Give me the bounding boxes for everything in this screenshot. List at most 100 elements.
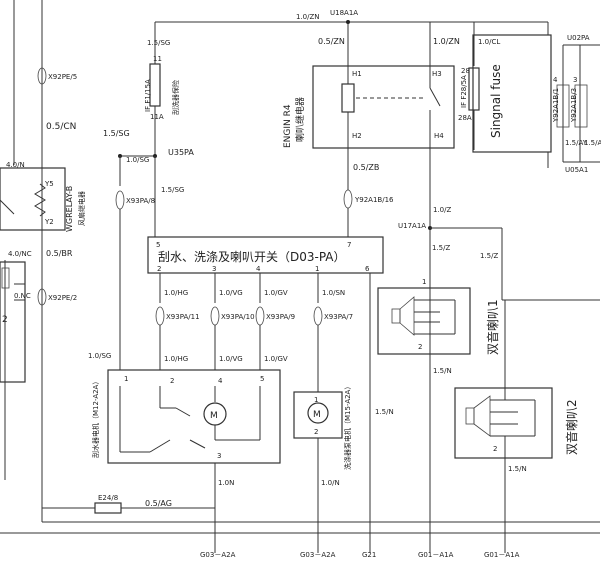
label-sw2: 2: [157, 265, 161, 273]
label-10n-b: 1.0/N: [321, 479, 340, 487]
signal-fuse-box: [472, 34, 552, 153]
label-u02: U02PA: [567, 34, 590, 42]
label-40n: 4.0/N: [6, 161, 25, 169]
label-fuse-f1: IF F1/15A: [144, 79, 152, 112]
label-x93pa10: X93PA/10: [221, 313, 255, 321]
label-horn1-p2: 2: [418, 343, 422, 351]
label-40nc2: 0.NC: [14, 292, 31, 300]
left-module-box: [0, 261, 26, 383]
label-10vg: 1.0/VG: [219, 289, 243, 297]
label-x93pa11: X93PA/11: [166, 313, 200, 321]
label-wgrelay-cn: 风扇继电器: [77, 191, 86, 226]
label-fuse-cn: 刮洗器保险: [171, 80, 180, 115]
label-fuse-f28: IF F28/5A: [460, 75, 468, 108]
label-sw4: 4: [256, 265, 261, 273]
label-10zn-right: 1.0/ZN: [433, 37, 460, 46]
label-10gv: 1.0/GV: [264, 289, 288, 297]
u18-dot: [346, 20, 350, 24]
label-10z: 1.0/Z: [433, 206, 451, 214]
label-05ag: 0.5/AG: [145, 499, 172, 508]
x93pa7-connector: [313, 306, 323, 326]
label-y92a1b1: Y92A1B/1: [552, 88, 560, 123]
horn2-cone: [473, 395, 491, 437]
label-top-wire: 1.0/ZN: [296, 13, 320, 21]
label-x92pe2: X92PE/2: [48, 294, 77, 302]
label-wm3: 3: [217, 452, 221, 460]
x93pa8-connector: [115, 190, 125, 210]
label-y92a1b3: Y92A1B/3: [570, 88, 578, 123]
horn-relay-box: [312, 65, 455, 149]
label-y92a1b16: Y92A1B/16: [354, 196, 394, 204]
label-p3: 3: [573, 76, 577, 84]
label-10sn: 1.0/SN: [322, 289, 345, 297]
label-15aw: 1.5/AW: [584, 139, 601, 147]
wiper-int-wire-3: [175, 407, 191, 417]
label-10sg: 1.0/SG: [126, 156, 149, 164]
label-10cl: 1.0/CL: [478, 38, 500, 46]
label-15sg: 1.5/SG: [103, 129, 130, 138]
label-g3: G21: [362, 551, 376, 559]
label-g1: G03－A2A: [200, 551, 236, 559]
label-h4: H4: [434, 132, 444, 140]
e24-connector: [94, 502, 122, 514]
washer-motor-symbol: [307, 402, 329, 424]
label-washer-m: M: [313, 410, 321, 420]
label-05br: 0.5/BR: [46, 249, 73, 258]
label-washer-p2: 2: [314, 428, 318, 436]
wg-relay-contact: [0, 199, 15, 215]
label-15ay: 1.5/AY: [565, 139, 588, 147]
label-washer-p1: 1: [314, 396, 318, 404]
label-sw1: 1: [315, 265, 319, 273]
label-05zn: 0.5/ZN: [318, 37, 345, 46]
label-15n-c: 1.5/N: [508, 465, 527, 473]
label-15sg2: 1.5/SG: [161, 186, 184, 194]
switch-d03-box: [147, 236, 384, 274]
horn-relay-coil: [341, 83, 355, 113]
wiper-cam-contact: [189, 439, 206, 449]
label-15sg-top: 1.5/SG: [147, 39, 170, 47]
horn2-box: [454, 387, 553, 459]
label-wm4: 4: [218, 377, 223, 385]
label-sw5: 5: [156, 241, 160, 249]
label-10n: 1.0N: [218, 479, 234, 487]
label-10hg-b: 1.0/HG: [164, 355, 188, 363]
wiper-park-switch: [149, 439, 171, 453]
wg-relay-box: [0, 167, 66, 231]
label-h2: H2: [352, 132, 362, 140]
label-wgrelay: WGRELAY-B: [65, 186, 74, 232]
fuse-f28-5a: [468, 67, 480, 111]
label-g2: G03－A2A: [300, 551, 336, 559]
wg-relay-coil: [34, 183, 46, 217]
label-x93pa8: X93PA/8: [126, 197, 155, 205]
horn2-driver: [465, 407, 475, 425]
label-u17: U17A1A: [398, 222, 426, 230]
label-horn2: 双音喇叭2: [564, 399, 579, 455]
horn1-driver: [391, 308, 401, 324]
label-y2: Y2: [44, 218, 54, 226]
label-15z-b: 1.5/Z: [480, 252, 498, 260]
label-left2: 2: [2, 315, 8, 325]
label-sw6: 6: [365, 265, 370, 273]
label-u05: U05A1: [565, 166, 588, 174]
label-relay-en: ENGIN R4: [283, 104, 293, 148]
label-h1: H1: [352, 70, 362, 78]
horn1-cone: [399, 296, 415, 336]
label-sw7: 7: [347, 241, 351, 249]
label-10vg-b: 1.0/VG: [219, 355, 243, 363]
label-wm5: 5: [260, 375, 264, 383]
y92a1b1-relay: [556, 84, 570, 128]
label-05cn: 0.5/CN: [46, 122, 76, 132]
label-y5: Y5: [44, 180, 54, 188]
label-relay-cn: 喇叭继电器: [294, 97, 306, 142]
label-wiper-m: M: [210, 411, 218, 421]
label-40nc1: 4.0/NC: [8, 250, 32, 258]
label-signal-fuse: Singnal fuse: [489, 64, 503, 138]
left-fuse-2: [1, 267, 10, 289]
label-wiper-motor: 刮水器电机（M12-A2A）: [91, 378, 100, 458]
label-15z-a: 1.5/Z: [432, 244, 450, 252]
label-05zb: 0.5/ZB: [353, 163, 379, 172]
label-horn1: 双音喇叭1: [485, 299, 500, 355]
label-10gv-b: 1.0/GV: [264, 355, 288, 363]
